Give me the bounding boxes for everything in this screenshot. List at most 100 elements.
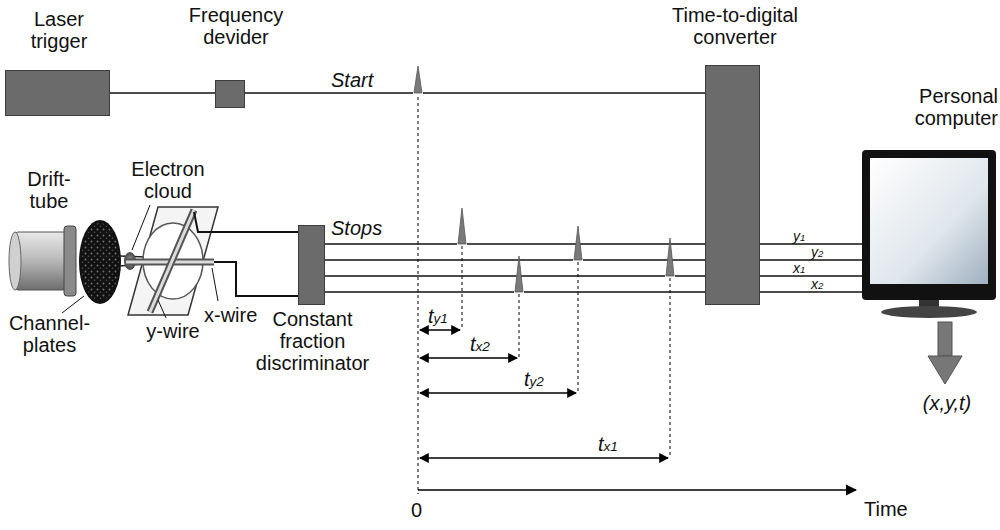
- subscript: y1: [434, 311, 448, 326]
- time-marker-line: [418, 97, 419, 494]
- subscript: x1: [604, 439, 618, 454]
- time-interval-arrow: [420, 457, 668, 458]
- subscript: 1: [800, 264, 805, 275]
- device-box: Constant fraction discriminator: [250, 225, 375, 390]
- part-name: Electron cloud: [118, 158, 218, 202]
- signal-line: [325, 259, 705, 261]
- device-label: Constant fraction discriminator: [250, 308, 375, 374]
- part-name: x-wire: [204, 304, 268, 326]
- output-arrow: [938, 322, 952, 356]
- device-shape: [5, 70, 110, 116]
- axis-value: 0: [411, 499, 422, 521]
- signal-wire: [214, 262, 298, 296]
- y-wire: [150, 210, 194, 312]
- part-name: y-wire: [138, 320, 208, 342]
- signal-name: x2: [810, 277, 824, 291]
- leader-line: [62, 205, 218, 318]
- pulse: [413, 66, 675, 296]
- signal-name: x1: [792, 261, 806, 275]
- monitor-base: [881, 306, 977, 318]
- device-shape: [298, 225, 325, 305]
- device-shape: [705, 65, 760, 305]
- pulse: [458, 208, 466, 244]
- drift-tube: [9, 226, 76, 296]
- output-label: (x,y,t): [898, 392, 996, 414]
- time-interval-arrow: [420, 392, 576, 393]
- time-interval-arrow: [420, 330, 668, 458]
- time-axis: [418, 489, 856, 491]
- time-marker-line: [670, 278, 671, 458]
- device-box: Laser trigger: [5, 8, 113, 118]
- device-label: Personal computer: [858, 85, 998, 129]
- time-marker-line: [418, 97, 670, 494]
- pulse: [515, 256, 523, 292]
- device-label: Time-to-digital converter: [640, 4, 830, 48]
- monitor-screen: [870, 158, 988, 284]
- symbol: t: [470, 333, 476, 355]
- drift-tube: [64, 226, 76, 296]
- output-arrow: [928, 356, 962, 384]
- monitor-outline: [862, 150, 996, 320]
- time-axis: [418, 490, 856, 491]
- time-marker-line: [578, 262, 579, 393]
- symbol: t: [524, 368, 530, 390]
- signal-name: y1: [792, 229, 806, 243]
- symbol: y: [811, 244, 818, 260]
- subscript: 1: [800, 232, 805, 243]
- signal-wire: [194, 212, 298, 232]
- pulse: [414, 66, 422, 93]
- subscript: y2: [530, 374, 544, 389]
- signal-name: Start: [330, 70, 374, 90]
- leader-line: [62, 296, 84, 313]
- symbol: x: [793, 260, 800, 276]
- time-interval-arrow: [420, 357, 517, 358]
- leader-line: [158, 300, 166, 318]
- y-wire: [150, 210, 194, 312]
- y-wire: [150, 210, 194, 312]
- axis-title: Time: [864, 498, 908, 520]
- pulse: [574, 226, 582, 260]
- symbol: x: [811, 276, 818, 292]
- signal-line: [325, 275, 705, 277]
- symbol: y: [793, 228, 800, 244]
- signal-line: [110, 92, 215, 94]
- time-symbol: tx1: [598, 433, 618, 455]
- output-arrow: [928, 322, 962, 384]
- signal-line: [245, 92, 705, 94]
- signal-name: Stops: [330, 218, 383, 238]
- signal-name: y2: [810, 245, 824, 259]
- channel-plates: [79, 220, 121, 304]
- leader-line: [212, 268, 218, 301]
- leader-line: [132, 205, 150, 250]
- device-box: Frequency devider: [170, 4, 302, 110]
- time-symbol: tx2: [470, 333, 490, 355]
- signal-wire: [194, 212, 298, 296]
- drift-tube: [9, 232, 21, 290]
- subscript: 2: [818, 280, 823, 291]
- time-symbol: ty1: [428, 305, 448, 327]
- device-label: Laser trigger: [5, 8, 113, 52]
- drift-tube: [14, 232, 72, 290]
- channel-plates: [79, 220, 121, 304]
- part-name: Drift-tube: [10, 168, 88, 212]
- time-symbol: ty2: [524, 368, 544, 390]
- channel-plates: [81, 223, 119, 301]
- time-marker-line: [519, 294, 520, 358]
- part-name: Channel-plates: [2, 312, 97, 356]
- subscript: 2: [818, 248, 823, 259]
- time-marker-line: [462, 246, 463, 330]
- symbol: t: [428, 305, 434, 327]
- subscript: x2: [476, 339, 490, 354]
- device-label: Frequency devider: [170, 4, 302, 48]
- pulse: [666, 238, 674, 276]
- time-interval-arrow: [420, 329, 460, 330]
- computer-monitor: Personal computer: [858, 85, 998, 320]
- monitor-bezel: [862, 150, 996, 300]
- device-shape: [215, 80, 245, 108]
- symbol: t: [598, 433, 604, 455]
- signal-line: [325, 243, 705, 245]
